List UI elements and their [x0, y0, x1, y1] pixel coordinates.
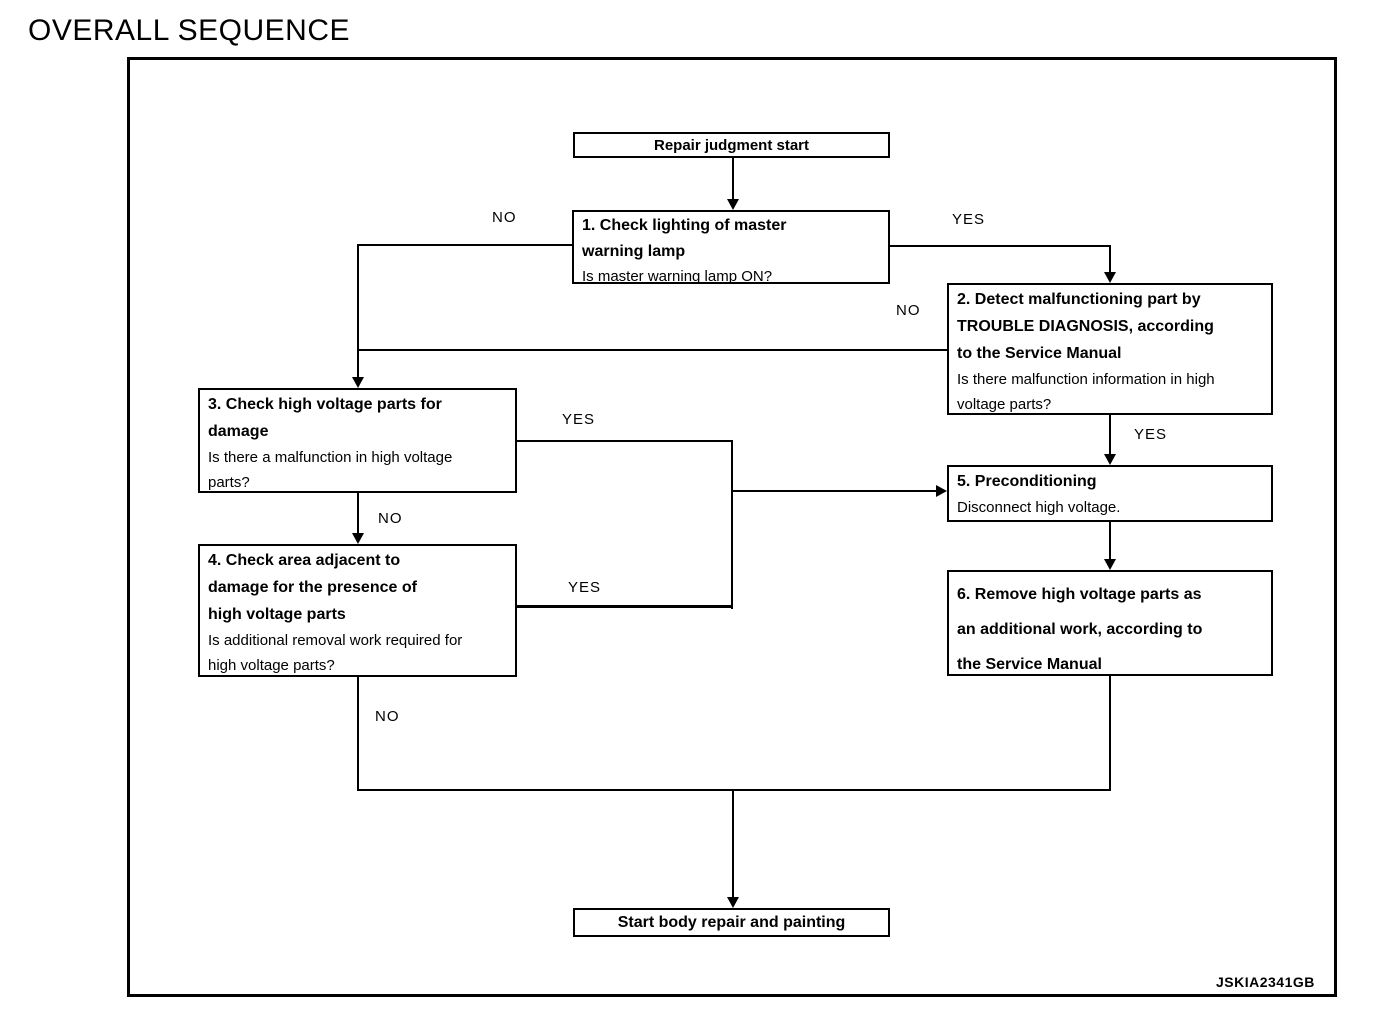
node-step3-heading: 3. Check high voltage parts for damage — [208, 396, 442, 440]
figure-code: JSKIA2341GB — [1216, 974, 1315, 990]
arrowhead-into-step5-left — [936, 485, 947, 497]
connector-step3-no-v — [357, 492, 359, 536]
connector-to-end-v — [732, 789, 734, 899]
node-step5-question: Disconnect high voltage. — [957, 499, 1121, 516]
node-step6-heading: 6. Remove high voltage parts as an addit… — [957, 586, 1203, 673]
node-step1-question: Is master warning lamp ON? — [582, 268, 773, 284]
node-step3: 3. Check high voltage parts for damage I… — [198, 388, 517, 493]
connector-step4-no-v — [357, 676, 359, 791]
node-start-label: Repair judgment start — [653, 136, 810, 154]
connector-step4-yes-h — [517, 605, 733, 608]
connector-step1-yes-v — [1109, 245, 1111, 275]
edge-label-step2-no: NO — [896, 302, 921, 319]
connector-step6-out-v — [1109, 675, 1111, 791]
connector-step1-no-h — [358, 244, 574, 246]
connector-step2-yes-v — [1109, 414, 1111, 456]
node-step5: 5. Preconditioning Disconnect high volta… — [947, 465, 1273, 522]
arrowhead-into-step2 — [1104, 272, 1116, 283]
arrowhead-into-step4 — [352, 533, 364, 544]
node-start: Repair judgment start — [573, 132, 890, 158]
node-step4: 4. Check area adjacent to damage for the… — [198, 544, 517, 677]
node-step1: 1. Check lighting of master warning lamp… — [572, 210, 890, 284]
edge-label-step4-yes: YES — [568, 579, 602, 596]
node-end-label: Start body repair and painting — [617, 913, 846, 931]
edge-label-step1-no: NO — [492, 209, 517, 226]
edge-label-step4-no: NO — [375, 708, 400, 725]
node-step2: 2. Detect malfunctioning part by TROUBLE… — [947, 283, 1273, 415]
connector-bottom-rail-h — [357, 789, 1111, 791]
arrowhead-into-step6 — [1104, 559, 1116, 570]
node-step3-question: Is there a malfunction in high voltage p… — [208, 449, 453, 491]
node-step4-question: Is additional removal work required for … — [208, 632, 463, 674]
connector-step2-no-h — [358, 349, 947, 351]
node-step6: 6. Remove high voltage parts as an addit… — [947, 570, 1273, 676]
edge-label-step2-yes: YES — [1134, 426, 1168, 443]
edge-label-step3-no: NO — [378, 510, 403, 527]
connector-step3-yes-h — [517, 440, 733, 442]
edge-label-step3-yes: YES — [562, 411, 596, 428]
connector-merge-to-step5-h — [733, 490, 937, 492]
connector-start-to-step1 — [732, 157, 734, 202]
node-step4-heading: 4. Check area adjacent to damage for the… — [208, 552, 417, 623]
page-title: OVERALL SEQUENCE — [28, 14, 350, 47]
connector-merge-v — [731, 440, 733, 609]
connector-step5-to-step6-v — [1109, 521, 1111, 561]
node-step5-heading: 5. Preconditioning — [957, 473, 1097, 490]
arrowhead-into-step3 — [352, 377, 364, 388]
node-step1-heading: 1. Check lighting of master warning lamp — [582, 217, 787, 260]
arrowhead-into-step1 — [727, 199, 739, 210]
connector-step1-no-v — [357, 244, 359, 380]
node-step2-question: Is there malfunction information in high… — [957, 371, 1215, 413]
arrowhead-into-end — [727, 897, 739, 908]
node-step2-heading: 2. Detect malfunctioning part by TROUBLE… — [957, 291, 1214, 362]
connector-step1-yes-h — [890, 245, 1111, 247]
edge-label-step1-yes: YES — [952, 211, 986, 228]
node-end: Start body repair and painting — [573, 908, 890, 937]
arrowhead-into-step5-top — [1104, 454, 1116, 465]
